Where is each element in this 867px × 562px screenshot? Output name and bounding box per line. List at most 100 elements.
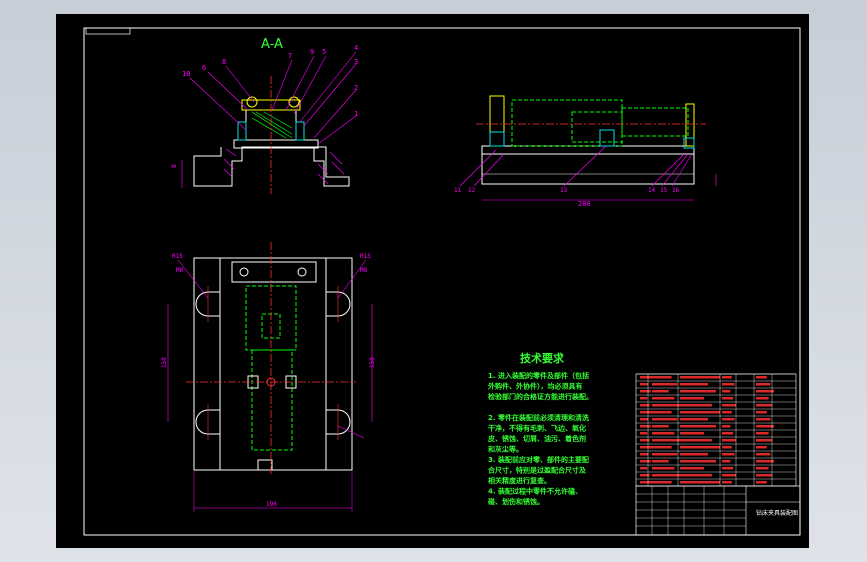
plan-hidden-lower — [251, 349, 293, 451]
parts-cell-mark — [652, 474, 680, 477]
plan-clamp-hole-l — [239, 267, 249, 277]
tech-req-line: 皮、锈蚀、切屑、油污、着色剂 — [487, 434, 586, 443]
parts-cell-mark — [722, 446, 732, 449]
parts-cell-mark — [640, 432, 648, 435]
parts-cell-mark — [680, 376, 720, 379]
parts-cell-mark — [680, 404, 712, 407]
plan-clamp-hole-r — [297, 267, 307, 277]
plan-height-dim-left: 150 — [161, 357, 168, 368]
parts-cell-mark — [680, 439, 712, 442]
parts-cell-mark — [680, 460, 716, 463]
section-side-dim: 8 — [171, 164, 178, 168]
title-block-grid — [636, 486, 746, 535]
parts-cell-mark — [652, 418, 678, 421]
side-base — [481, 153, 695, 185]
tech-req-line: 干净，不得有毛刺、飞边、氧化 — [488, 424, 586, 433]
parts-cell-mark — [640, 397, 648, 400]
parts-cell-mark — [722, 439, 736, 442]
balloon-14: 14 — [648, 187, 656, 194]
balloon-9: 9 — [310, 48, 314, 56]
plan-m-right: M8 — [360, 267, 368, 274]
parts-cell-mark — [722, 390, 731, 393]
side-hidden-shaft — [621, 107, 689, 137]
parts-cell-mark — [756, 404, 773, 407]
base-outline — [193, 146, 350, 187]
cad-drawing: A-A 10 6 8 — [83, 27, 801, 536]
parts-cell-mark — [640, 404, 650, 407]
balloon-16: 16 — [672, 187, 680, 194]
side-pin-mid — [599, 129, 615, 147]
parts-cell-mark — [640, 460, 651, 463]
slot-top-left — [195, 291, 220, 317]
parts-cell-mark — [640, 474, 650, 477]
parts-cell-mark — [652, 390, 669, 393]
parts-cell-mark — [652, 439, 680, 442]
parts-cell-mark — [680, 446, 720, 449]
tech-req-line: 3. 装配前应对零、部件的主要配 — [488, 455, 589, 464]
parts-cell-mark — [640, 481, 652, 484]
plan-outer — [193, 257, 353, 471]
parts-cell-mark — [652, 411, 672, 414]
bolt-right — [288, 96, 300, 108]
balloon-2: 2 — [354, 84, 358, 92]
parts-cell-mark — [640, 376, 652, 379]
parts-cell-mark — [756, 411, 767, 414]
parts-cell-mark — [680, 411, 720, 414]
parts-cell-mark — [756, 453, 771, 456]
parts-cell-mark — [680, 481, 720, 484]
side-balloons: 11 12 13 14 15 16 — [454, 187, 680, 194]
tech-req-line: 1. 进入装配的零件及部件（包括 — [488, 371, 589, 380]
tech-req-line: 碰、划伤和锈蚀。 — [487, 497, 544, 506]
slot-bottom-left — [195, 409, 220, 435]
tech-req-line: 2. 零件在装配前必须清理和清洗 — [488, 413, 589, 422]
tech-req-line: 相关精度进行复查。 — [488, 476, 551, 485]
tech-req-line: 和灰尘等。 — [487, 445, 523, 454]
side-top-plate — [481, 145, 695, 155]
title-block: 钻床夹具装配图 — [635, 485, 801, 536]
slot-bottom-right — [326, 409, 351, 435]
parts-cell-mark — [722, 453, 735, 456]
parts-cell-mark — [756, 383, 771, 386]
parts-cell-mark — [680, 383, 708, 386]
drawing-canvas[interactable]: A-A 10 6 8 — [56, 14, 809, 548]
balloon-5: 5 — [322, 48, 326, 56]
balloon-12: 12 — [468, 187, 476, 194]
parts-cell-mark — [756, 460, 774, 463]
side-hidden-cylinder — [571, 111, 623, 143]
parts-cell-mark — [652, 446, 672, 449]
balloon-15: 15 — [660, 187, 668, 194]
title-block-frame — [635, 485, 801, 536]
parts-cell-mark — [640, 411, 652, 414]
side-width-dim: 200 — [578, 200, 591, 208]
tech-req-list: 1. 进入装配的零件及部件（包括外购件、外协件），均必须具有检验部门的合格证方能… — [487, 371, 593, 506]
parts-cell-mark — [652, 376, 672, 379]
parts-cell-mark — [722, 383, 735, 386]
balloon-1: 1 — [354, 110, 358, 118]
side-leaders — [459, 145, 693, 187]
parts-cell-mark — [652, 383, 678, 386]
parts-list — [635, 373, 797, 487]
parts-cell-mark — [640, 418, 649, 421]
parts-cell-mark — [680, 418, 708, 421]
parts-cell-mark — [680, 397, 704, 400]
bolt-left — [246, 96, 258, 108]
side-pin-left — [489, 131, 505, 147]
tech-req-line: 外购件、外协件），均必须具有 — [488, 382, 583, 391]
tech-requirements: 技术要求 1. 进入装配的零件及部件（包括外购件、外协件），均必须具有检验部门的… — [487, 351, 593, 506]
parts-cell-mark — [722, 397, 734, 400]
parts-cell-mark — [680, 432, 704, 435]
parts-cell-mark — [652, 432, 675, 435]
balloon-13: 13 — [560, 187, 568, 194]
balloon-6: 6 — [202, 64, 206, 72]
tech-req-line: 4. 装配过程中零件不允许磕、 — [488, 487, 582, 496]
plan-view: 196 150 150 8 R15 M8 R15 M8 — [161, 164, 376, 512]
parts-cell-mark — [722, 467, 734, 470]
side-right-support — [685, 103, 695, 147]
side-left-support — [489, 95, 505, 147]
plan-top-clamp — [231, 261, 317, 283]
parts-cell-mark — [756, 481, 767, 484]
balloon-3: 3 — [354, 58, 358, 66]
parts-cell-mark — [722, 481, 732, 484]
parts-cell-mark — [756, 425, 774, 428]
parts-cell-mark — [640, 383, 649, 386]
